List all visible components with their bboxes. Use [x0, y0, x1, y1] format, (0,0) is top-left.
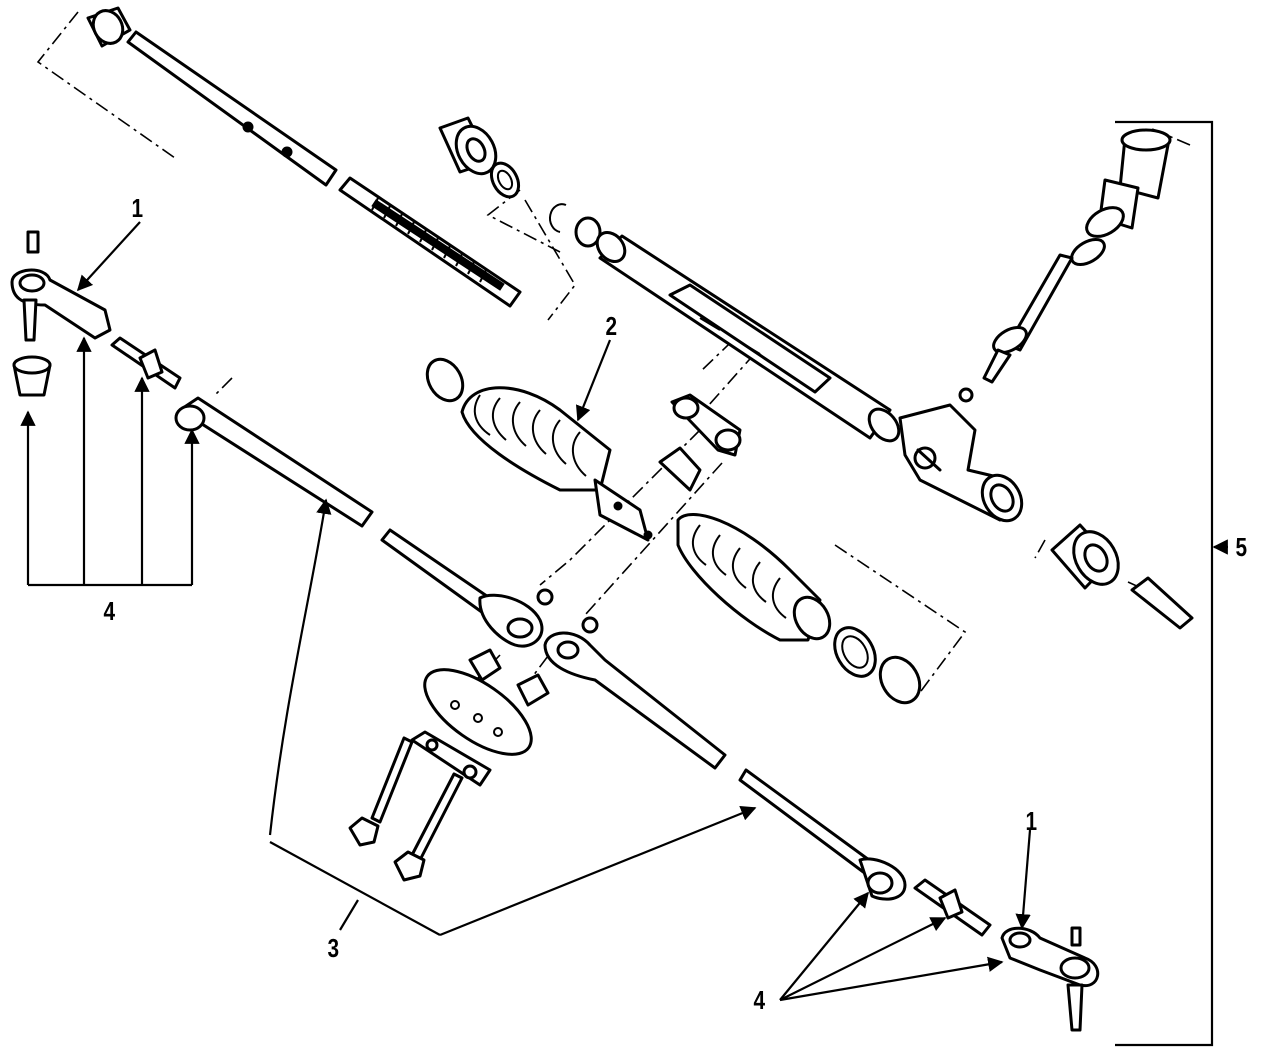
callout-leaders [20, 120, 1228, 1047]
mounting-bolts [348, 736, 464, 882]
inner-rack-parts [86, 6, 522, 308]
inner-tie-rod-arms [380, 528, 727, 787]
right-tie-rod-end [913, 878, 1100, 1032]
right-mount-bushing [1050, 523, 1194, 630]
left-tie-rod-end [10, 230, 182, 397]
rack-bushing-group [438, 116, 602, 248]
callout-4-right: 4 [753, 985, 766, 1015]
callout-4-left: 4 [103, 596, 116, 626]
callout-5: 5 [1235, 532, 1248, 562]
bellows-boot-assembly [425, 357, 922, 705]
callout-1-right: 1 [1025, 806, 1038, 836]
callout-2: 2 [605, 311, 618, 341]
pinion-shaft-group [958, 128, 1172, 403]
center-link-brackets [658, 393, 742, 492]
outer-tie-rods [174, 396, 907, 901]
callout-1-left: 1 [131, 193, 144, 223]
callout-3: 3 [327, 933, 340, 963]
assembly-lines [36, 11, 1191, 696]
steering-gear-housing [595, 231, 1024, 523]
